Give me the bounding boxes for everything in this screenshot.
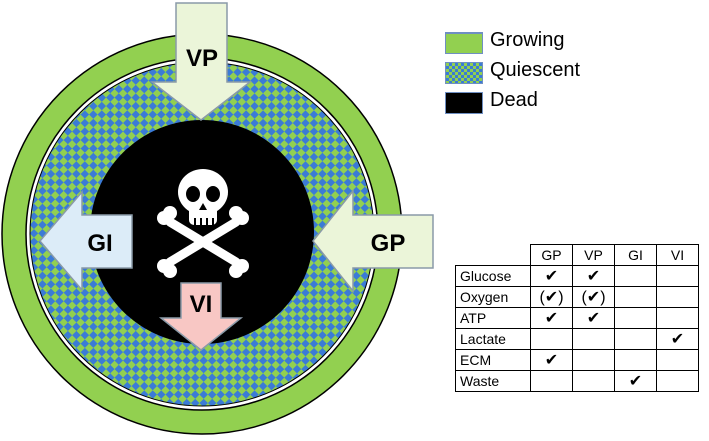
table-row: Lactate ✔ xyxy=(455,328,699,350)
table-cell: ✔ xyxy=(656,328,699,350)
table-cell xyxy=(572,328,615,350)
row-label: ATP xyxy=(455,307,531,329)
table-cell xyxy=(614,328,657,350)
table-header-row: GP VP GI VI xyxy=(455,244,699,266)
growing-swatch xyxy=(445,32,483,54)
table-cell xyxy=(530,328,573,350)
table-cell: ✔ xyxy=(530,307,573,329)
table-cell xyxy=(656,349,699,371)
row-label: Oxygen xyxy=(455,286,531,308)
vp-arrow: VP xyxy=(149,2,253,121)
transport-table: GP VP GI VI Glucose ✔ ✔ Oxygen (✔) (✔) A… xyxy=(455,244,699,392)
row-label: Lactate xyxy=(455,328,531,350)
gi-arrow-label: GI xyxy=(87,230,112,257)
legend-label-quiescent: Quiescent xyxy=(490,59,581,81)
table-cell xyxy=(614,307,657,329)
column-header: GI xyxy=(614,244,657,266)
table-corner xyxy=(455,244,531,266)
table-row: Waste ✔ xyxy=(455,370,699,392)
legend-label-growing: Growing xyxy=(490,29,565,51)
table-cell xyxy=(656,370,699,392)
table-row: Glucose ✔ ✔ xyxy=(455,265,699,287)
dead-swatch xyxy=(445,92,483,114)
table-cell xyxy=(572,349,615,371)
table-cell: (✔) xyxy=(572,286,615,308)
row-label: Waste xyxy=(455,370,531,392)
table-row: ATP ✔ ✔ xyxy=(455,307,699,329)
skull-and-crossbones-icon xyxy=(157,169,249,278)
legend-item-dead: Dead xyxy=(445,89,645,114)
gp-arrow-label: GP xyxy=(371,230,406,257)
table-cell xyxy=(656,307,699,329)
table-cell xyxy=(530,370,573,392)
necrotic-core xyxy=(90,120,314,344)
column-header: VI xyxy=(656,244,699,266)
table-cell xyxy=(614,265,657,287)
table-cell xyxy=(656,286,699,308)
vi-arrow: VI xyxy=(158,282,244,351)
table-cell xyxy=(614,286,657,308)
table-cell: ✔ xyxy=(614,370,657,392)
table-row: Oxygen (✔) (✔) xyxy=(455,286,699,308)
table-row: ECM ✔ xyxy=(455,349,699,371)
quiescent-swatch xyxy=(445,62,483,84)
column-header: VP xyxy=(572,244,615,266)
table-cell: ✔ xyxy=(572,265,615,287)
table-cell xyxy=(572,370,615,392)
vp-arrow-label: VP xyxy=(186,45,218,72)
gi-arrow: GI xyxy=(39,189,133,293)
table-cell xyxy=(614,349,657,371)
table-cell: ✔ xyxy=(530,265,573,287)
table-cell: ✔ xyxy=(530,349,573,371)
column-header: GP xyxy=(530,244,573,266)
table-cell xyxy=(656,265,699,287)
row-label: ECM xyxy=(455,349,531,371)
legend-label-dead: Dead xyxy=(490,89,538,111)
legend-item-quiescent: Quiescent xyxy=(445,59,645,84)
vi-arrow-label: VI xyxy=(190,291,213,318)
row-label: Glucose xyxy=(455,265,531,287)
gp-arrow: GP xyxy=(312,188,434,294)
table-cell: ✔ xyxy=(572,307,615,329)
tumor-spheroid-diagram: VP GP GI VI xyxy=(1,2,434,435)
legend-item-growing: Growing xyxy=(445,29,645,54)
table-cell: (✔) xyxy=(530,286,573,308)
